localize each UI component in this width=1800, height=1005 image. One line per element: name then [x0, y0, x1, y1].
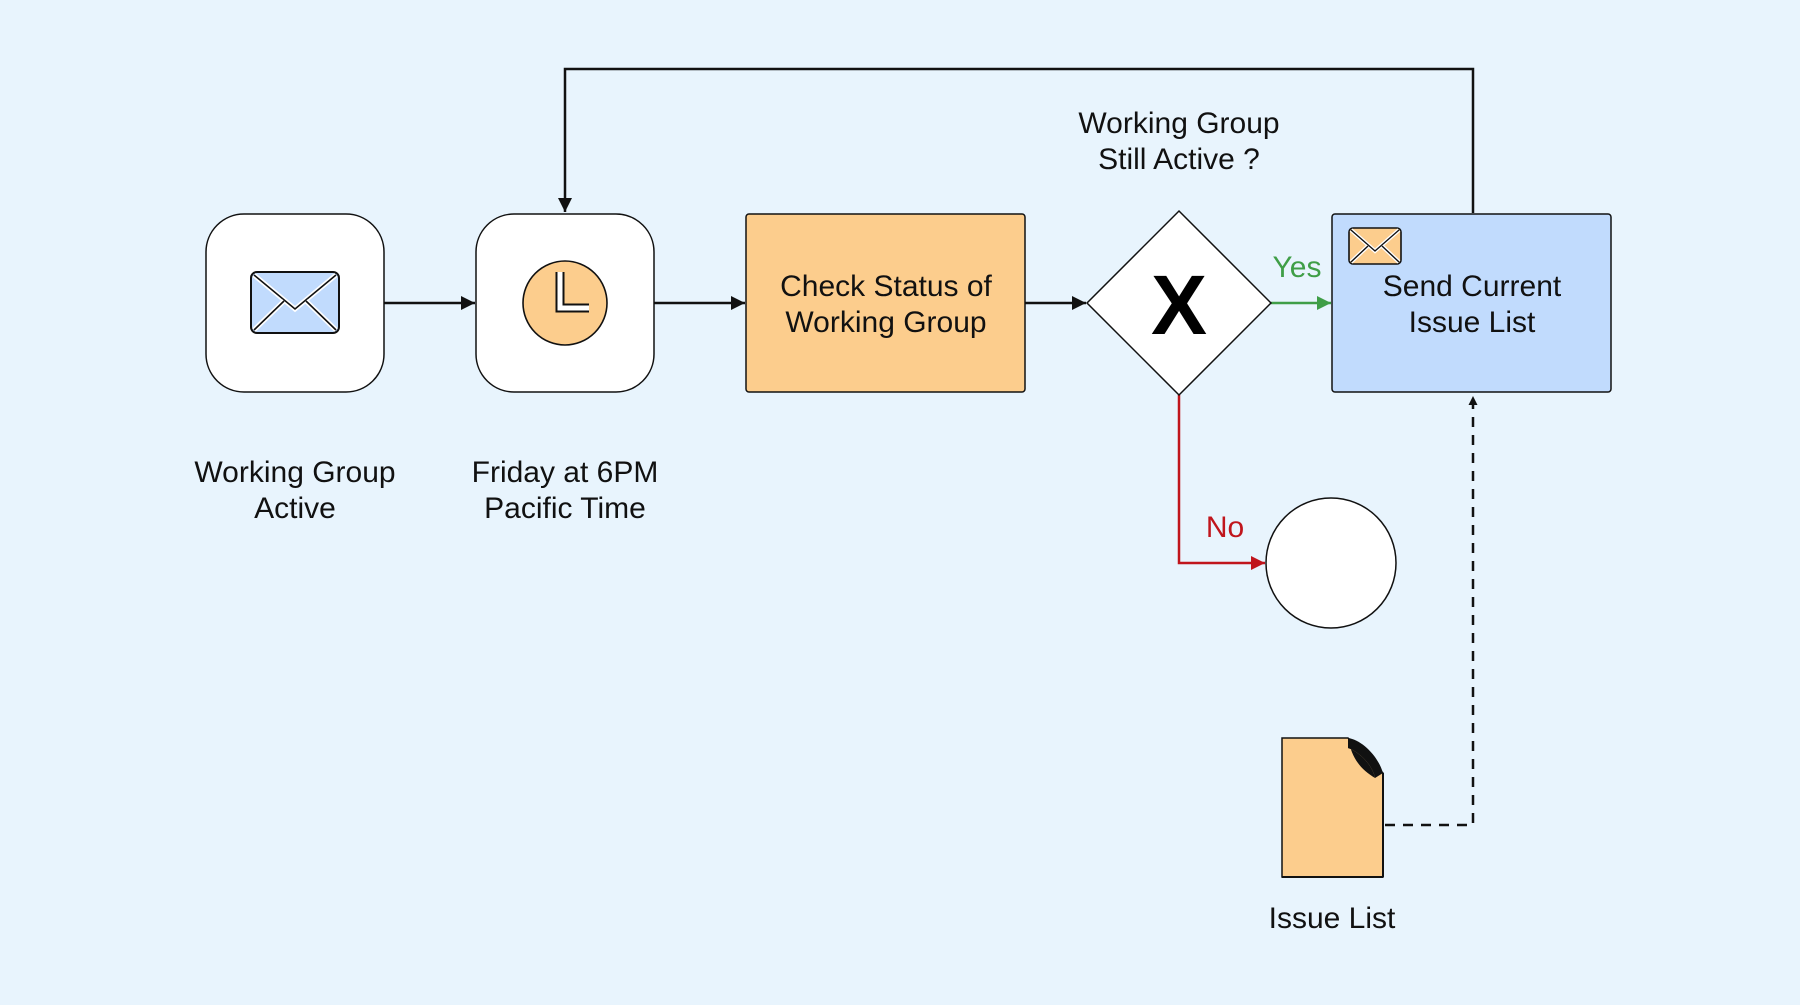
- exclusive-gateway[interactable]: X: [1085, 209, 1273, 397]
- start-event[interactable]: [205, 213, 385, 393]
- gateway-question-2: Still Active ?: [1098, 143, 1260, 176]
- task-send-label-1: Send Current: [1383, 270, 1562, 303]
- task-check-status[interactable]: Check Status of Working Group: [745, 213, 1026, 393]
- timer-event-label-2: Pacific Time: [484, 492, 646, 525]
- task-check-status-label-2: Working Group: [785, 306, 986, 339]
- envelope-icon: [250, 271, 340, 334]
- flow-loop-back: [558, 67, 1475, 213]
- clock-icon: [522, 260, 608, 346]
- yes-label: Yes: [1273, 251, 1322, 284]
- document-icon: [1281, 737, 1384, 878]
- data-association: [1385, 396, 1478, 827]
- envelope-icon: [1348, 227, 1402, 265]
- task-send-label-2: Issue List: [1409, 306, 1536, 339]
- gateway-question-1: Working Group: [1078, 107, 1279, 140]
- task-send-issue-list[interactable]: Send Current Issue List: [1331, 213, 1612, 393]
- no-label: No: [1206, 511, 1244, 544]
- data-object-label: Issue List: [1269, 902, 1396, 935]
- data-object-issue-list[interactable]: [1281, 737, 1384, 878]
- gateway-x-symbol: X: [1151, 258, 1207, 352]
- start-event-label-2: Active: [254, 492, 336, 525]
- task-check-status-label-1: Check Status of: [780, 270, 992, 303]
- timer-event[interactable]: [475, 213, 655, 393]
- flow-no: [1177, 395, 1265, 570]
- timer-event-label-1: Friday at 6PM: [472, 456, 659, 489]
- start-event-label-1: Working Group: [194, 456, 395, 489]
- end-event[interactable]: [1265, 497, 1397, 629]
